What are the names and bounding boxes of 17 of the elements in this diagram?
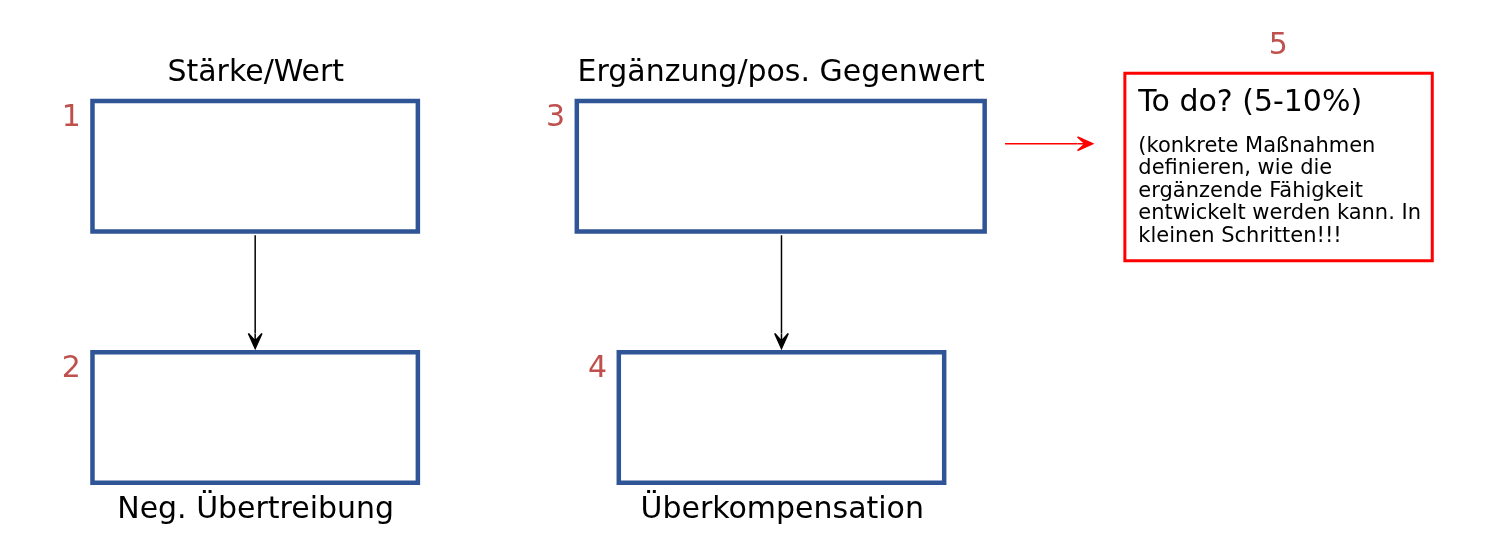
arrow xyxy=(1003,136,1093,152)
node-box xyxy=(89,98,420,234)
node-box xyxy=(574,98,987,234)
node-label: 5 xyxy=(1268,25,1288,61)
node-box xyxy=(616,349,946,485)
node-label: 1 xyxy=(61,97,81,133)
node-box xyxy=(89,349,420,485)
node-label: Überkompensation xyxy=(640,489,924,525)
node-label: Neg. Übertreibung xyxy=(116,489,394,525)
arrow xyxy=(247,234,263,350)
arrow xyxy=(773,234,789,350)
node-label: Stärke/Wert xyxy=(166,52,344,88)
node-label: 4 xyxy=(587,348,607,384)
node-label: Ergänzung/pos. Gegenwert xyxy=(577,52,985,88)
node-label: 2 xyxy=(61,348,81,384)
node-label: 3 xyxy=(545,97,565,133)
node-box: To do? (5-10%) (konkrete Maßnahmen definieren, wie die ergänzende Fähigkeit entwickelt werden kann. In kleinen Schritten!!! xyxy=(1122,71,1434,263)
